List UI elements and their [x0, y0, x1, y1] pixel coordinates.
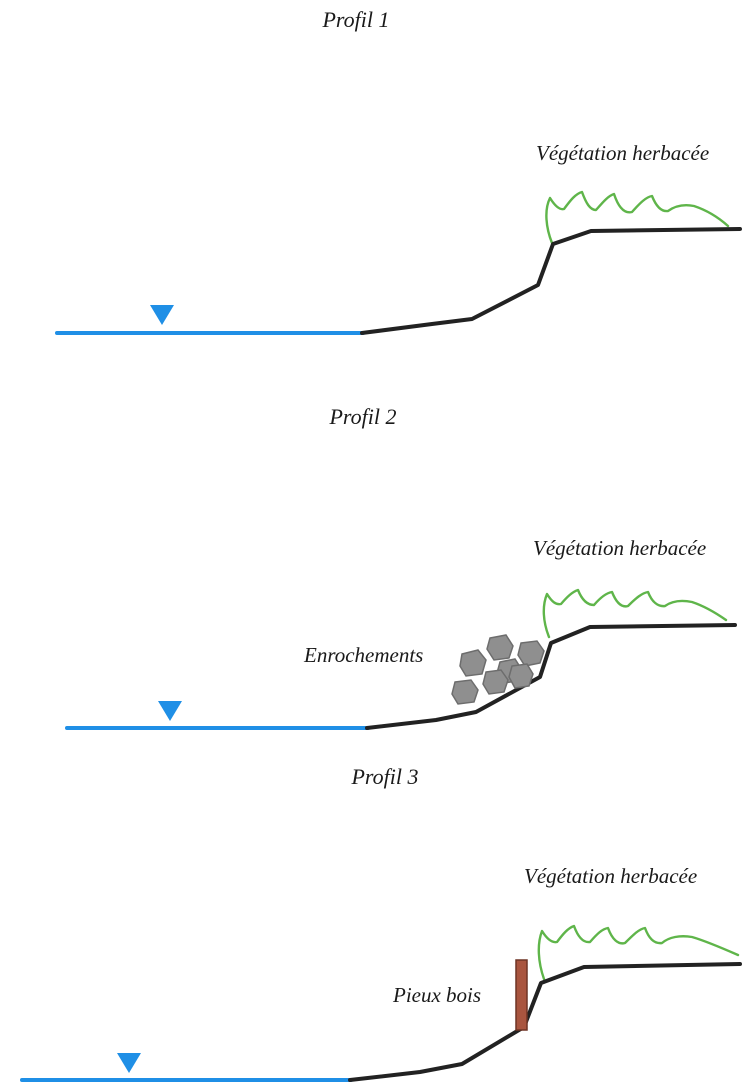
profile-1-bank — [360, 227, 742, 335]
profile-3-structure-label: Pieux bois — [392, 983, 481, 1007]
profile-2-rocks — [451, 634, 545, 705]
profile-1-grass — [545, 190, 730, 245]
profile-2: Profil 2 Végétation herbacée Enrochement… — [65, 404, 737, 730]
profile-2-vegetation-label: Végétation herbacée — [533, 536, 706, 560]
profile-2-structure-label: Enrochements — [303, 643, 423, 667]
profile-3-grass — [537, 924, 740, 981]
profile-2-title: Profil 2 — [328, 404, 396, 429]
profile-3-bank — [348, 962, 742, 1082]
profile-3-title: Profil 3 — [350, 764, 418, 789]
profile-3: Profil 3 Végétation herbacée Pieux bois — [20, 764, 742, 1082]
profile-2-water-level-marker — [158, 701, 182, 721]
profile-3-wooden-stake — [515, 959, 528, 1031]
profile-2-bank — [365, 623, 737, 730]
profile-3-vegetation-label: Végétation herbacée — [524, 864, 697, 888]
profile-1: Profil 1 Végétation herbacée — [55, 7, 742, 335]
profile-2-grass — [542, 588, 728, 639]
profile-1-vegetation-label: Végétation herbacée — [536, 141, 709, 165]
profile-1-title: Profil 1 — [321, 7, 389, 32]
profile-3-water-level-marker — [117, 1053, 141, 1073]
profile-1-water-level-marker — [150, 305, 174, 325]
